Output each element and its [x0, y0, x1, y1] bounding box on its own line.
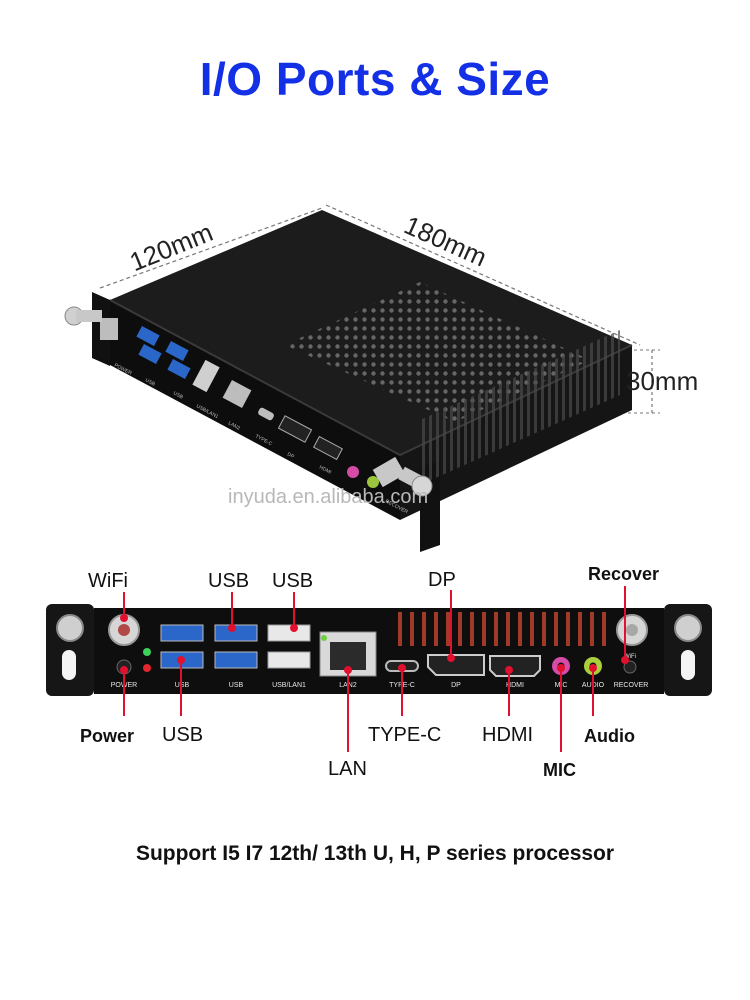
panel-label-usb1: USB — [175, 682, 190, 689]
callout-audio: Audio — [584, 726, 635, 746]
callout-hdmi: HDMI — [482, 724, 534, 746]
dimension-height: 30mm — [626, 366, 699, 396]
callout-dp: DP — [428, 569, 456, 591]
callout-mic: MIC — [543, 760, 576, 780]
callout-recover: Recover — [588, 564, 660, 584]
recover-button — [623, 660, 637, 674]
box-label-lan2: LAN2 — [227, 420, 241, 431]
panel-label-usb2: USB — [229, 682, 244, 689]
callout-lines — [120, 586, 629, 752]
vent-slits — [398, 612, 606, 646]
hdmi-port — [489, 655, 541, 677]
led-green — [143, 648, 151, 656]
box-label-usb1: USB — [144, 377, 156, 387]
callout-lan: LAN — [328, 758, 367, 780]
panel-label-recover: RECOVER — [614, 682, 649, 689]
box-label-dp: DP — [286, 451, 296, 460]
callout-usb-top-2: USB — [272, 570, 314, 592]
led-red — [143, 664, 151, 672]
page-title: I/O Ports & Size — [199, 53, 551, 105]
panel-label-wifi: WiFi — [624, 654, 636, 660]
box-label-hdmi: HDMI — [318, 464, 332, 475]
front-panel-illustration: POWER USB USB USB/LAN1 LAN2 TYPE-C DP HD… — [46, 586, 712, 752]
processor-support-text: Support I5 I7 12th/ 13th U, H, P series … — [135, 842, 615, 865]
usb-lan1-ports — [267, 624, 311, 669]
watermark: inyuda.en.alibaba.com — [228, 486, 429, 508]
usb-ports-group-2 — [214, 624, 258, 669]
chassis-3d-illustration: POWER USB USB USB/LAN1 LAN2 TYPE-C DP HD… — [64, 204, 660, 552]
panel-label-dp: DP — [451, 682, 461, 689]
callout-usb-bottom: USB — [162, 724, 204, 746]
callout-type-c: TYPE-C — [368, 724, 442, 746]
box-label-usb2: USB — [172, 390, 184, 400]
callout-wifi: WiFi — [88, 570, 128, 592]
panel-label-usblan1: USB/LAN1 — [272, 682, 306, 689]
callout-usb-top-1: USB — [208, 570, 250, 592]
panel-label-hdmi: HDMI — [506, 682, 524, 689]
dp-port — [427, 654, 485, 676]
antenna-connector-left — [64, 306, 118, 340]
front-ports — [136, 326, 379, 488]
callout-power: Power — [80, 726, 135, 746]
antenna-connector-right — [372, 456, 433, 497]
